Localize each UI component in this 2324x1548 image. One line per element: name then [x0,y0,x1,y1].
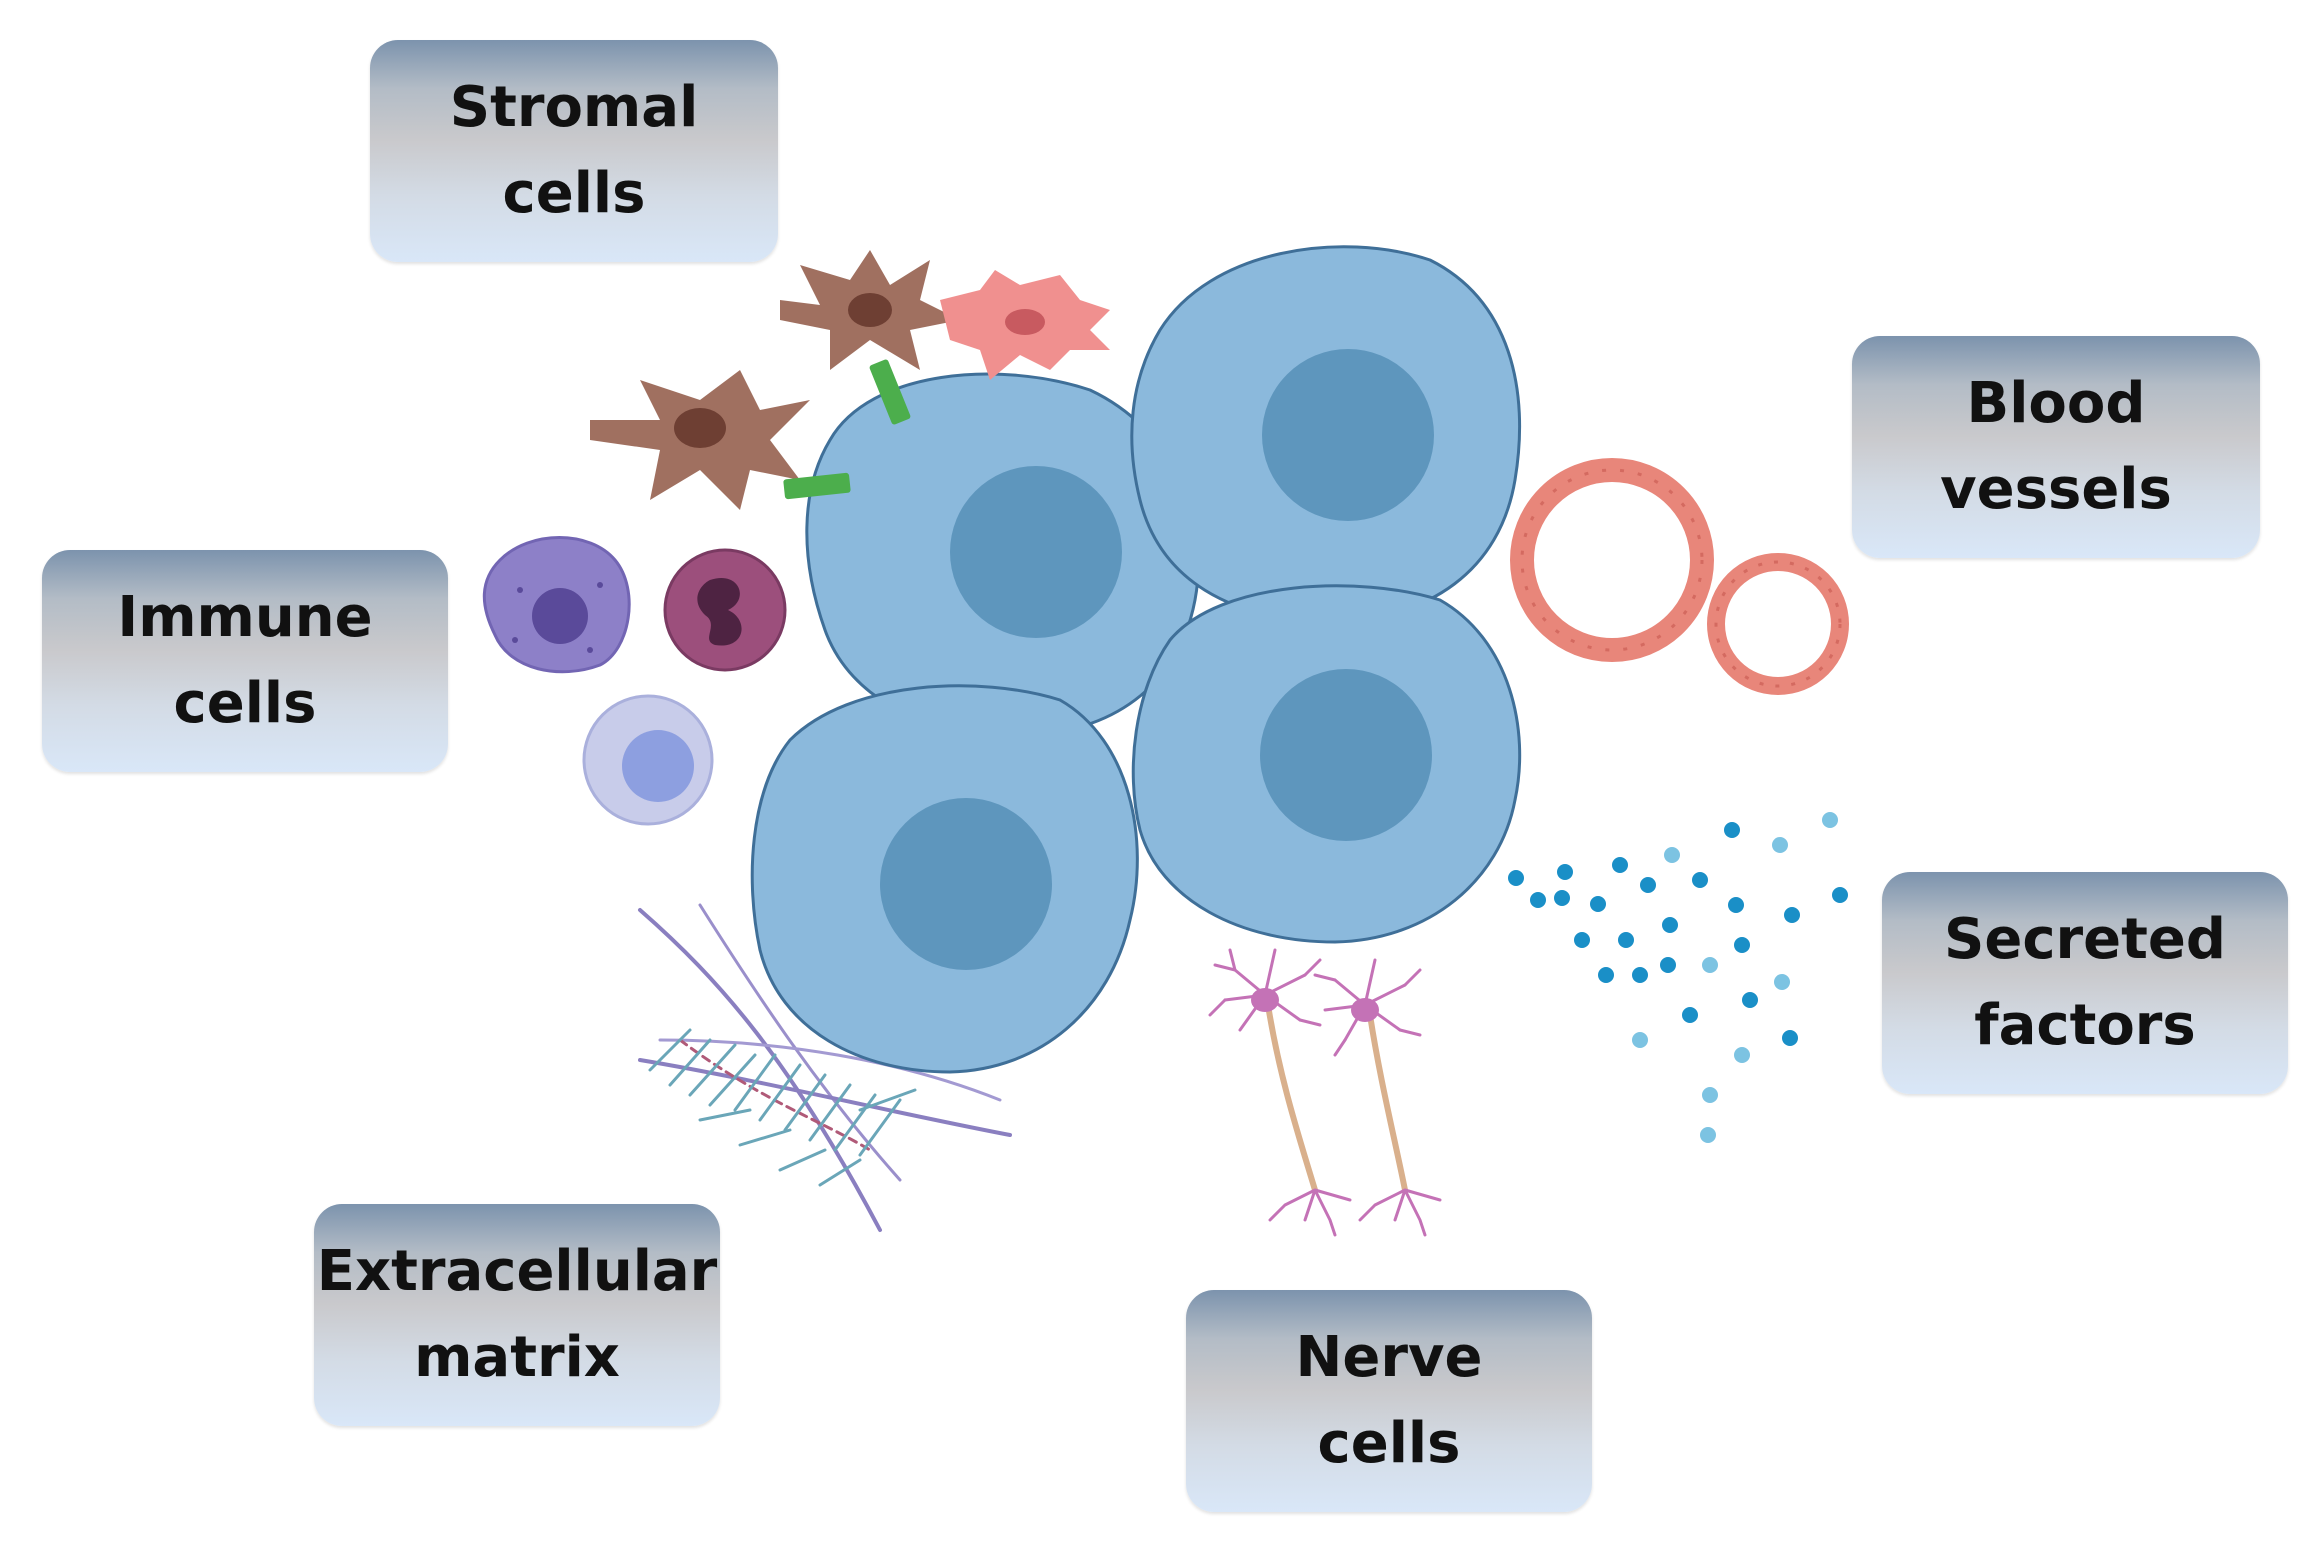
label-secreted-line1: Secreted [1944,907,2226,972]
label-blood-vessels: Blood vessels [1852,336,2260,558]
nerve-cell-left [1208,948,1352,1237]
label-immune-cells: Immune cells [42,550,448,772]
label-nerve-cells: Nerve cells [1186,1290,1592,1512]
label-nerve-line1: Nerve [1295,1325,1483,1390]
label-secreted-line2: factors [1974,993,2196,1058]
label-stromal-line2: cells [502,161,646,226]
secreted-factor-dots [1508,812,1848,1143]
label-secreted-factors: Secreted factors [1882,872,2288,1094]
immune-cell-macrophage [482,536,631,674]
label-immune-line2: cells [173,671,317,736]
label-stromal-line1: Stromal [449,75,699,140]
label-ecm-line1: Extracellular [316,1239,718,1304]
blood-vessel-large [1510,458,1714,662]
label-blood-line2: vessels [1940,457,2172,522]
tumor-cell-bottom-left [750,684,1139,1074]
cell-connector-links [783,359,911,500]
label-blood-line1: Blood [1966,371,2146,436]
immune-cell-neutrophil [663,548,787,672]
label-extracellular-matrix: Extracellular matrix [314,1204,720,1426]
tumor-cell-top-left [805,372,1200,737]
label-ecm-line2: matrix [414,1325,620,1390]
tumor-cell-top-right [1130,245,1522,624]
tumor-cell-bottom-right [1131,584,1522,944]
label-nerve-line2: cells [1317,1411,1461,1476]
immune-cell-lymphocyte [582,694,714,826]
label-stromal-cells: Stromal cells [370,40,778,262]
label-immune-line1: Immune [117,585,373,650]
blood-vessel-small [1707,553,1849,695]
stromal-fibroblast-top [780,250,960,370]
nerve-cell-right [1313,958,1442,1237]
extracellular-matrix-fibers [638,903,1012,1232]
stromal-fibroblast-left [590,370,810,510]
stromal-fibroblast-pink [940,270,1110,380]
